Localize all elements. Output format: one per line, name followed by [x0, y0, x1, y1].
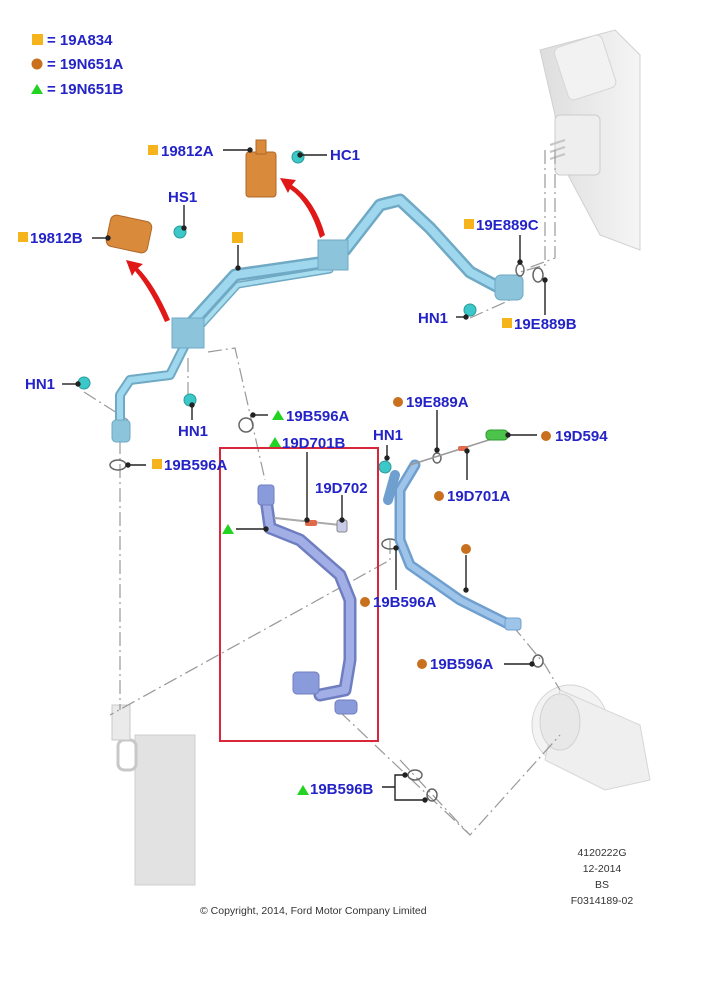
callout-19812A: 19812A [161, 143, 214, 160]
o-rings [109, 263, 544, 802]
legend-triangle-marker [31, 84, 43, 94]
legend-circle-marker [31, 58, 43, 70]
legend-item-19A834: = 19A834 [47, 32, 113, 49]
legend: = 19A834 = 19N651A = 19N651B [31, 32, 123, 98]
callout-HS1: HS1 [168, 189, 197, 206]
callout-19812B: 19812B [30, 230, 83, 247]
copyright: © Copyright, 2014, Ford Motor Company Li… [200, 905, 427, 917]
callout-labels: 19812A HC1 HS1 19812B 19E889C HN1 19E889… [25, 143, 608, 798]
callout-19D701B: 19D701B [282, 435, 346, 452]
footer: 4120222G 12-2014 BS F0314189-02 © Copyri… [200, 847, 633, 917]
clips [77, 150, 477, 474]
callout-HN1-left: HN1 [25, 376, 55, 393]
callout-19E889B: 19E889B [514, 316, 577, 333]
callout-19D702: 19D702 [315, 480, 368, 497]
callout-HC1: HC1 [330, 147, 360, 164]
bracket-19812A [245, 139, 277, 198]
reference-code: 4120222G [577, 847, 626, 859]
clip-hc1 [291, 150, 305, 164]
clip-hn1-right [463, 303, 477, 317]
upper-pipe-assembly [111, 193, 524, 443]
callout-HN1-mid: HN1 [178, 423, 208, 440]
callout-19D594: 19D594 [555, 428, 608, 445]
callout-HN1-right: HN1 [418, 310, 448, 327]
reference-author: BS [595, 879, 609, 891]
callout-19B596A-left: 19B596A [164, 457, 228, 474]
callout-19B596A-center: 19B596A [373, 594, 437, 611]
evaporator-housing [539, 29, 641, 251]
legend-item-19N651A: = 19N651A [47, 56, 123, 73]
callout-HN1-center: HN1 [373, 427, 403, 444]
clip-hn1-center [378, 460, 392, 474]
callout-19B596A-top: 19B596A [286, 408, 350, 425]
callout-markers [18, 145, 551, 795]
reference-date: 12-2014 [583, 863, 622, 875]
callout-19E889A: 19E889A [406, 394, 469, 411]
legend-square-marker [32, 34, 43, 45]
compressor [531, 684, 651, 791]
right-lower-pipe [383, 429, 522, 631]
callout-19D701A: 19D701A [447, 488, 511, 505]
callout-19B596B: 19B596B [310, 781, 374, 798]
legend-item-19N651B: = 19N651B [47, 81, 123, 98]
bracket-19812B [105, 214, 153, 254]
highlight-box [219, 447, 379, 742]
condenser [111, 704, 196, 886]
reference-figure-id: F0314189-02 [571, 895, 634, 907]
callout-19E889C: 19E889C [476, 217, 539, 234]
guide-lines [83, 150, 561, 836]
callout-19B596A-right: 19B596A [430, 656, 494, 673]
leader-lines [62, 147, 548, 803]
red-arrows [126, 178, 325, 322]
